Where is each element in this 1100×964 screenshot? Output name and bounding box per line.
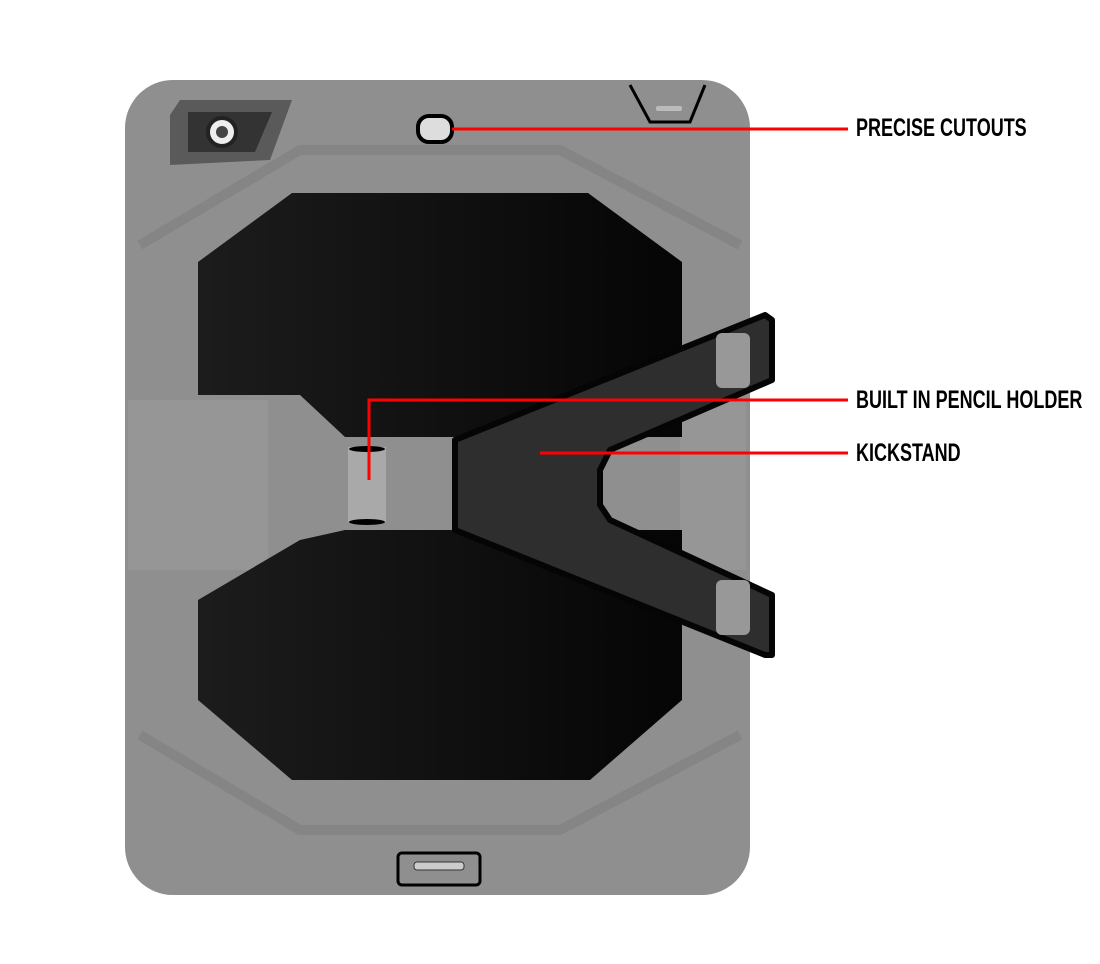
- case-lower-bumper: [137, 730, 743, 835]
- case-upper-bumper: [137, 145, 743, 250]
- home-button: [413, 861, 465, 871]
- pencil-holder-top: [349, 446, 385, 452]
- pencil-holder: [348, 447, 386, 522]
- callout-label-pencil-holder: BUILT IN PENCIL HOLDER: [856, 386, 1083, 414]
- upper-window-panel: [198, 193, 682, 437]
- callout-label-precise-cutouts: PRECISE CUTOUTS: [856, 114, 1027, 142]
- microphone-cutout: [416, 114, 454, 144]
- camera-lens-center: [216, 126, 228, 138]
- pencil-holder-bottom: [349, 519, 385, 525]
- callout-line-pencil-holder: [367, 398, 848, 480]
- side-band-left: [128, 400, 268, 570]
- kickstand-slot-bottom: [716, 580, 750, 635]
- power-button-cutout: [628, 84, 707, 124]
- power-button: [656, 106, 682, 111]
- lower-window-panel: [198, 530, 682, 780]
- side-band-right: [680, 400, 746, 570]
- kickstand-slot-top: [716, 333, 750, 388]
- callout-label-kickstand: KICKSTAND: [856, 439, 961, 467]
